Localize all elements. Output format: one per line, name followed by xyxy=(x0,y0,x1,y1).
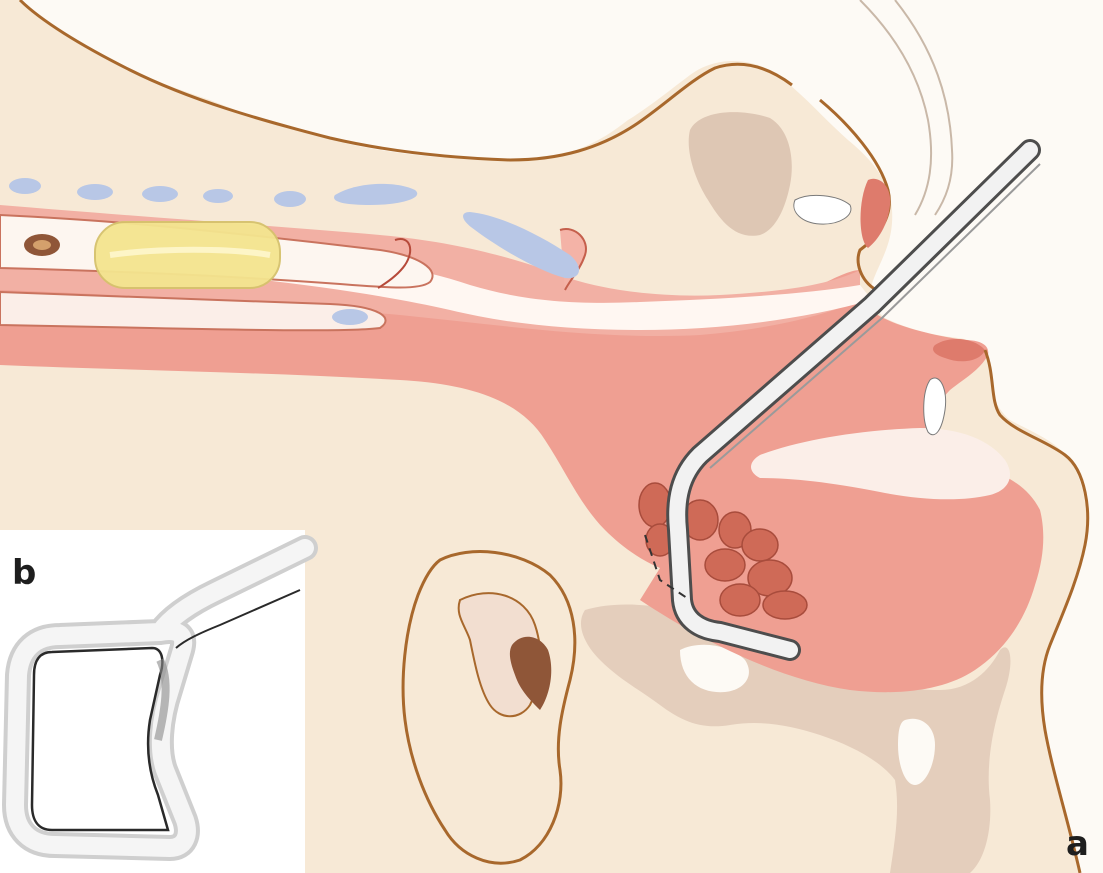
tube-lumen-inner xyxy=(33,240,51,250)
panel-label-b: b xyxy=(12,556,36,590)
panel-label-a: a xyxy=(1066,827,1089,861)
esophagus-lumen xyxy=(332,309,368,325)
